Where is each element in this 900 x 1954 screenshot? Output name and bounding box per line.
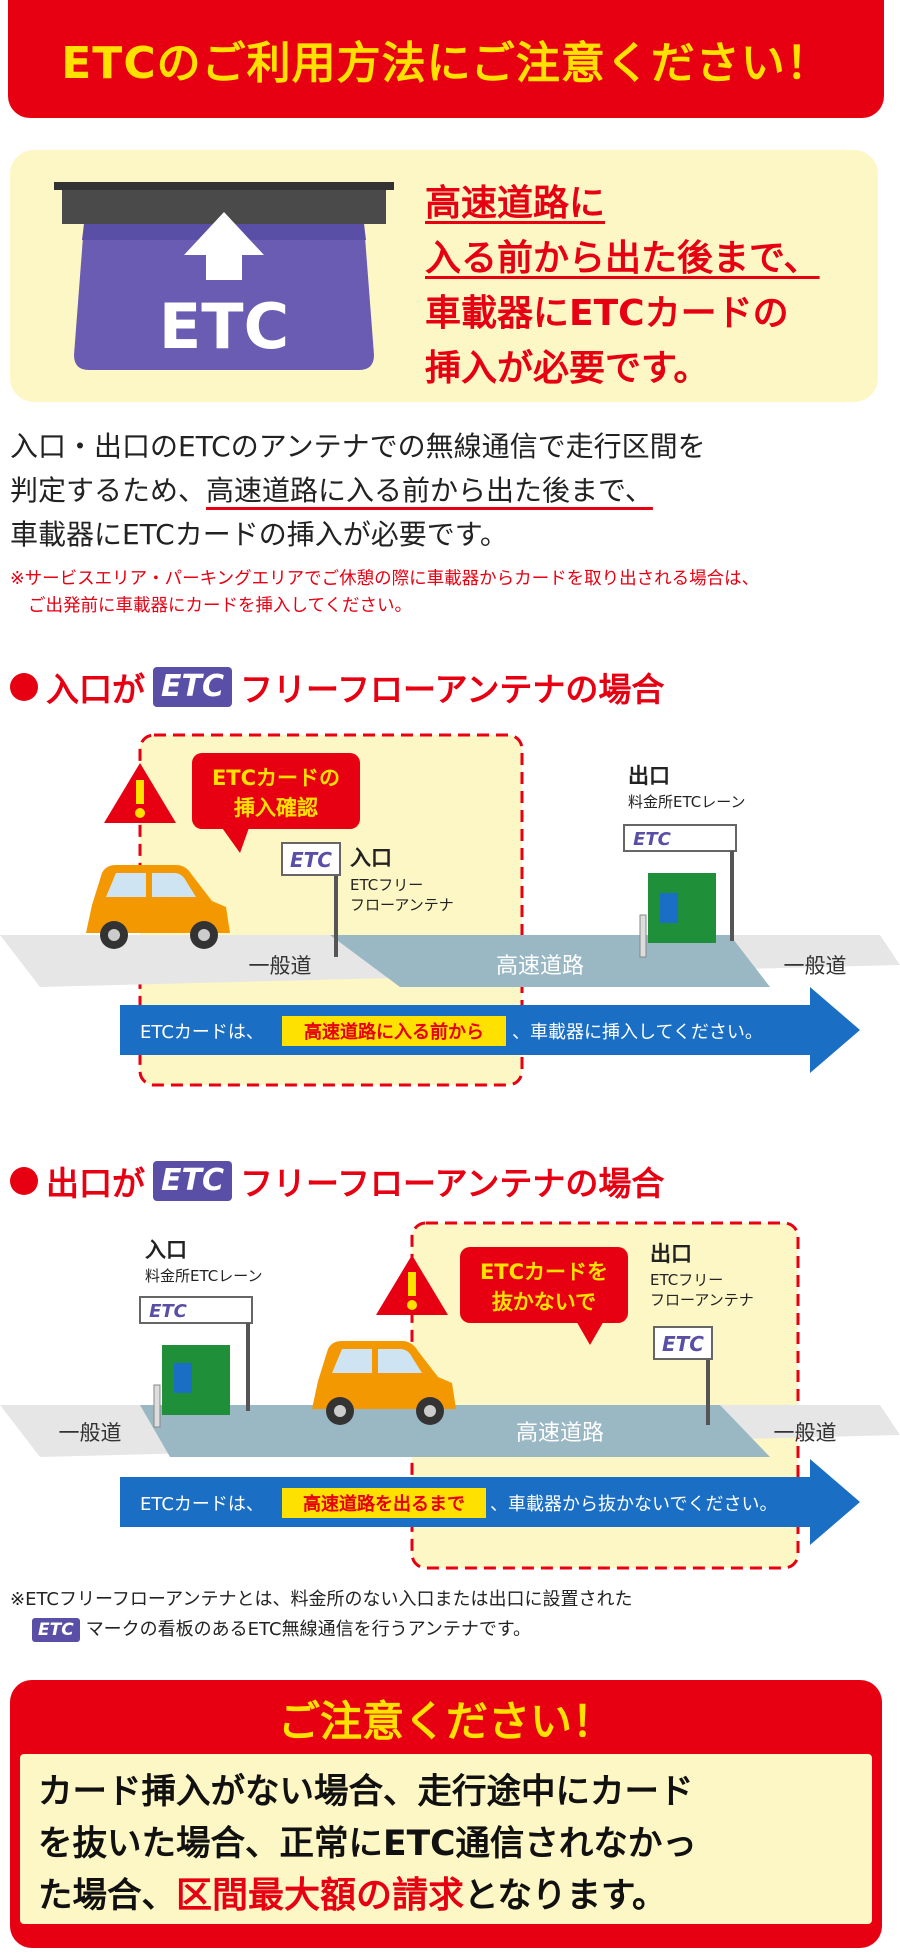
road-left-label: 一般道: [59, 1421, 122, 1445]
caution-line-3a: た場合、: [38, 1876, 176, 1916]
road-mid-label: 高速道路: [496, 954, 584, 979]
section2-diagram: 一般道 高速道路 一般道 入口 料金所ETCレーン ETC ETCカードを 抜か…: [0, 1221, 900, 1570]
hero-message: 高速道路に 入る前から出た後まで、 車載器にETCカードの 挿入が必要です。: [425, 176, 865, 396]
rest-area-note: ※サービスエリア・パーキングエリアでご休憩の際に車載器からカードを取り出される場…: [10, 566, 885, 620]
road-right-label: 一般道: [774, 1421, 837, 1445]
car-icon: [86, 865, 230, 949]
entry-sub-2: フローアンテナ: [350, 896, 454, 914]
caution-body: カード挿入がない場合、走行途中にカード を抜いた場合、正常にETC通信されなかっ…: [20, 1754, 872, 1924]
exit-sub: 料金所ETCレーン: [628, 793, 746, 811]
hero-line-4: 挿入が必要です。: [425, 348, 710, 389]
instruction-arrow: ETCカードは、 高速道路を出るまで 、車載器から抜かないでください。: [120, 1459, 860, 1545]
entry-sub-1: ETCフリー: [350, 876, 423, 894]
section2-title: 出口が ETC フリーフローアンテナの場合: [10, 1157, 664, 1205]
tollgate-sign-text: ETC: [633, 829, 672, 850]
caution-title: ご注意ください！: [277, 1697, 614, 1746]
road-right-label: 一般道: [784, 954, 847, 978]
bubble-line-2: 挿入確認: [234, 796, 318, 820]
caution-line-3c: となります。: [464, 1876, 667, 1916]
note-line-2: ご出発前に車載器にカードを挿入してください。: [28, 596, 412, 616]
etc-logo: ETC: [153, 1161, 232, 1201]
desc-emphasis: 高速道路に入る前から出た後まで、: [206, 474, 653, 507]
entry-sub: 料金所ETCレーン: [145, 1267, 263, 1285]
road-left-label: 一般道: [249, 954, 312, 978]
warning-icon: [104, 763, 176, 823]
hero-panel: ETC 高速道路に 入る前から出た後まで、 車載器にETCカードの 挿入が必要で…: [10, 150, 878, 402]
bullet-dot: [10, 1167, 38, 1195]
exit-label: 出口: [650, 1242, 692, 1266]
entry-label: 入口: [350, 846, 392, 870]
footnote-line-2-text: マークの看板のあるETC無線通信を行うアンテナです。: [85, 1619, 532, 1640]
caution-line-3: た場合、区間最大額の請求となります。: [38, 1870, 854, 1922]
warning-icon: [376, 1255, 448, 1315]
bubble-line-2: 抜かないで: [492, 1290, 596, 1314]
desc-line-2a: 判定するため、: [10, 474, 207, 507]
instruction-arrow: ETCカードは、 高速道路に入る前から 、車載器に挿入してください。: [120, 987, 860, 1073]
exit-sub-1: ETCフリー: [650, 1271, 723, 1289]
caution-line-1: カード挿入がない場合、走行途中にカード: [38, 1772, 694, 1812]
section1-title-suffix: フリーフローアンテナの場合: [239, 670, 665, 709]
section2-title-suffix: フリーフローアンテナの場合: [239, 1164, 665, 1203]
header-banner: ETCのご利用方法にご注意ください！: [8, 0, 884, 118]
tollgate-sign-text: ETC: [149, 1301, 188, 1322]
section2-title-prefix: 出口が: [46, 1164, 145, 1203]
etc-logo: ETC: [153, 667, 232, 707]
car-icon: [312, 1341, 456, 1425]
caution-emphasis: 区間最大額の請求: [176, 1875, 465, 1916]
caution-line-2: を抜いた場合、正常にETC通信されなかっ: [38, 1824, 697, 1864]
exit-label: 出口: [628, 764, 670, 788]
section1-title-prefix: 入口が: [46, 670, 145, 709]
antenna-sign-text: ETC: [662, 1332, 704, 1356]
hero-line-1: 高速道路に: [425, 183, 606, 224]
road-highway: [140, 1405, 770, 1457]
caution-box: ご注意ください！ カード挿入がない場合、走行途中にカード を抜いた場合、正常にE…: [10, 1680, 882, 1948]
speech-bubble: ETCカードの 挿入確認: [192, 753, 360, 853]
description: 入口・出口のETCのアンテナでの無線通信で走行区間を 判定するため、高速道路に入…: [10, 425, 880, 557]
antenna-sign-text: ETC: [290, 848, 332, 872]
section1-title: 入口が ETC フリーフローアンテナの場合: [10, 663, 664, 711]
tollgate-icon: ETC: [623, 824, 737, 958]
etc-logo: ETC: [32, 1618, 80, 1642]
speech-bubble: ETCカードを 抜かないで: [460, 1247, 628, 1345]
exit-sub-2: フローアンテナ: [650, 1291, 754, 1309]
tollgate-icon: ETC: [139, 1296, 253, 1428]
arrow-text-b: 、車載器から抜かないでください。: [490, 1494, 777, 1515]
etc-card-insert-icon: ETC: [54, 182, 394, 370]
hero-line-3: 車載器にETCカードの: [425, 293, 789, 334]
arrow-highlight: 高速道路に入る前から: [304, 1021, 484, 1043]
desc-line-1: 入口・出口のETCのアンテナでの無線通信で走行区間を: [10, 430, 706, 463]
footnote-line-1: ※ETCフリーフローアンテナとは、料金所のない入口または出口に設置された: [10, 1589, 633, 1610]
arrow-text-a: ETCカードは、: [140, 1022, 264, 1043]
etc-antenna-sign: ETC: [281, 842, 341, 957]
entry-label: 入口: [145, 1238, 187, 1262]
footnote: ※ETCフリーフローアンテナとは、料金所のない入口または出口に設置された ETC…: [10, 1585, 890, 1645]
desc-line-2: 判定するため、高速道路に入る前から出た後まで、: [10, 469, 880, 513]
road-mid-label: 高速道路: [516, 1421, 604, 1446]
desc-line-3: 車載器にETCカードの挿入が必要です。: [10, 518, 508, 551]
arrow-highlight: 高速道路を出るまで: [303, 1493, 465, 1515]
card-label: ETC: [159, 290, 289, 363]
bullet-dot: [10, 673, 38, 701]
bubble-line-1: ETCカードを: [480, 1260, 608, 1284]
note-line-1: ※サービスエリア・パーキングエリアでご休憩の際に車載器からカードを取り出される場…: [10, 569, 760, 589]
page-title: ETCのご利用方法にご注意ください！: [61, 38, 831, 89]
etc-antenna-sign: ETC: [653, 1326, 713, 1425]
section1-diagram: 一般道 高速道路 一般道 ETCカードの 挿入確認 ETC 入口 ETCフリー …: [0, 733, 900, 1087]
hero-line-2: 入る前から出た後まで、: [425, 238, 820, 279]
arrow-text-a: ETCカードは、: [140, 1494, 264, 1515]
bubble-line-1: ETCカードの: [212, 766, 340, 790]
road-highway: [330, 935, 770, 987]
arrow-text-b: 、車載器に挿入してください。: [512, 1022, 763, 1043]
